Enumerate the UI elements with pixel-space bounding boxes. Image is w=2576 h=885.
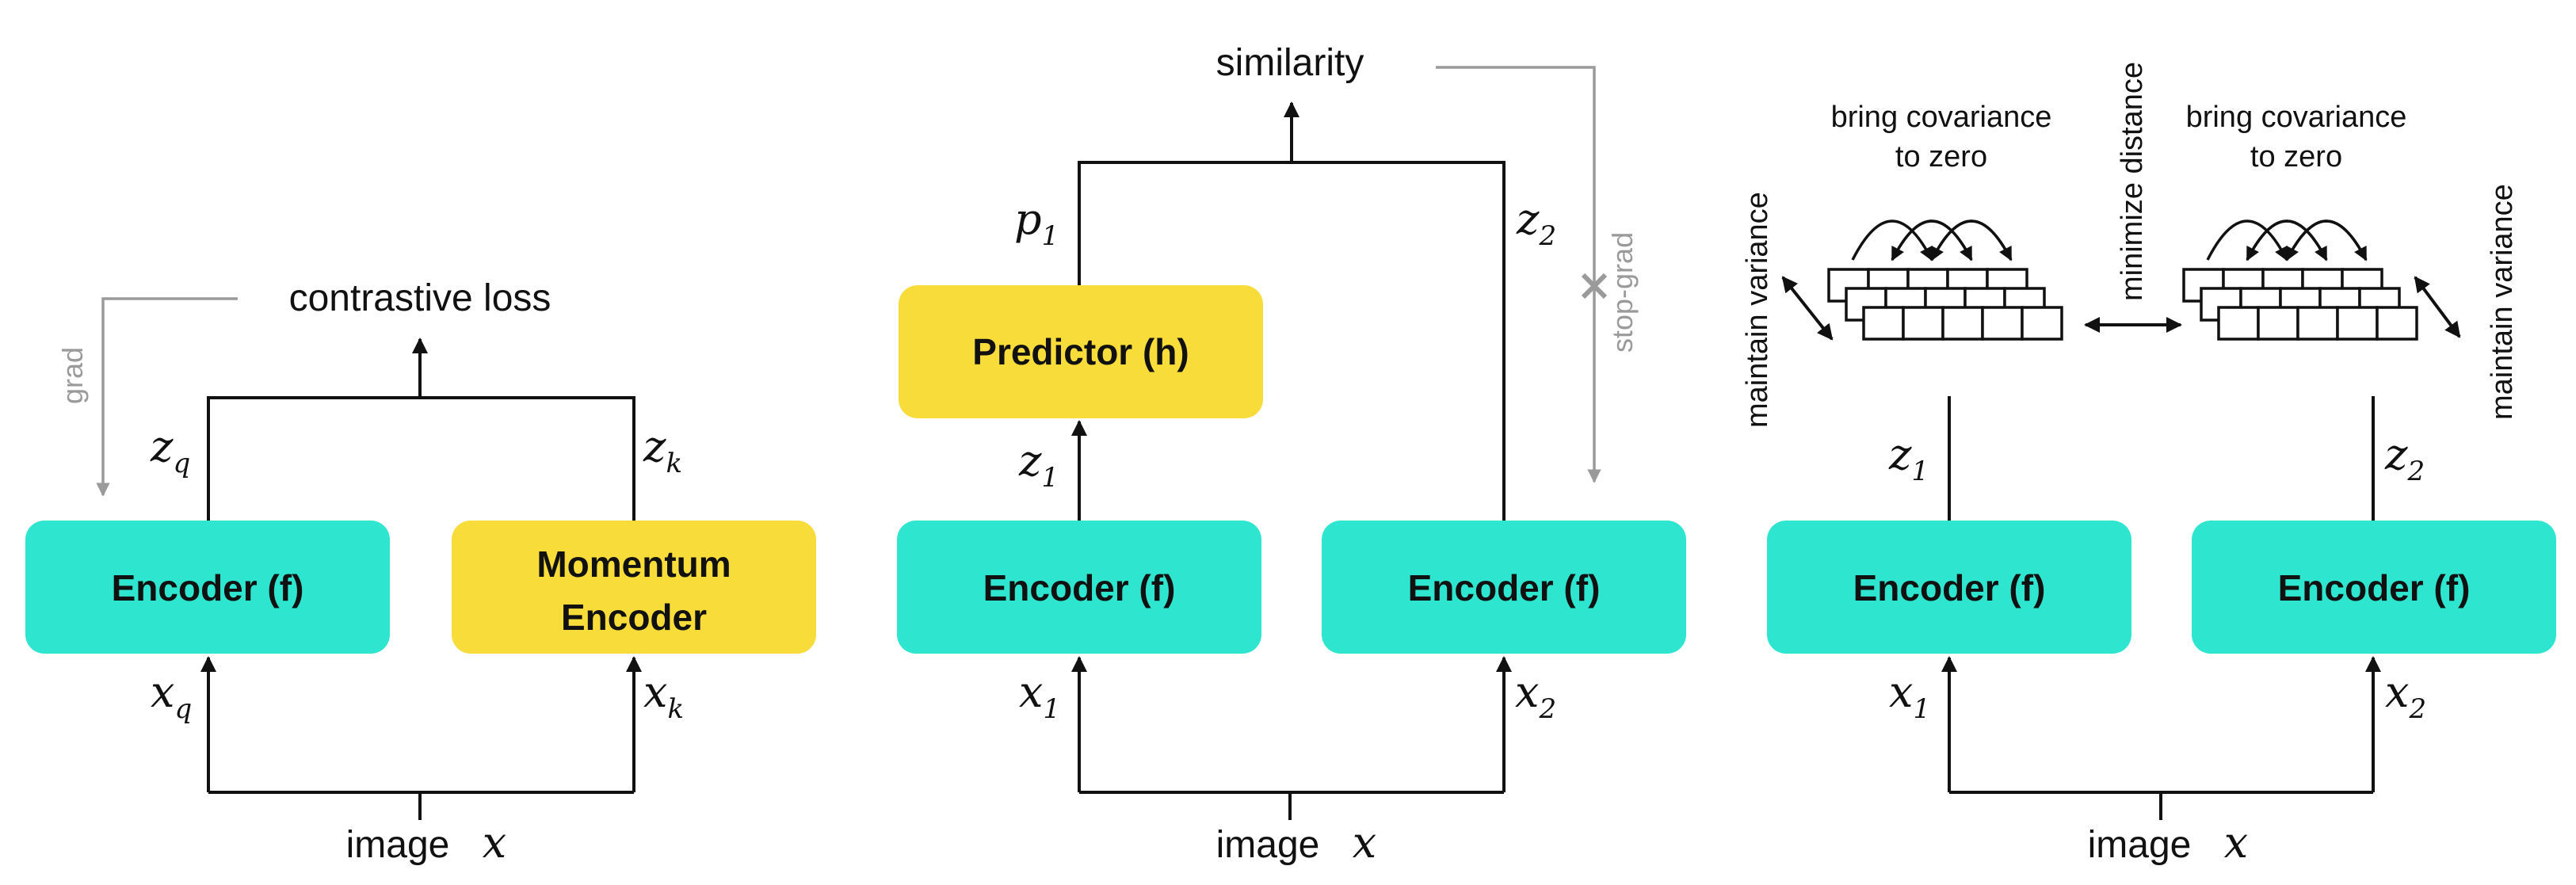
covariance-label-left-2: to zero: [1895, 140, 1987, 174]
image-var: x: [2224, 818, 2248, 868]
encoder-label: Encoder (f): [112, 567, 304, 608]
covariance-label-right-2: to zero: [2250, 140, 2342, 174]
covariance-label-right-1: bring covariance: [2186, 101, 2407, 134]
embedding-grid-right: [2182, 221, 2418, 341]
encoder-box-left: [897, 521, 1261, 654]
image-label: image: [1216, 824, 1320, 866]
image-var: x: [483, 818, 506, 868]
z2-label: z2: [1516, 194, 1556, 252]
panel-moco: image x xq xk Encoder (f) Momentum Encod…: [25, 277, 816, 868]
xk-label: xk: [643, 667, 684, 725]
maintain-variance-label-left: maintain variance: [1741, 192, 1774, 428]
stop-grad-label: stop-grad: [1606, 232, 1639, 353]
encoder-label-right: Encoder (f): [1408, 567, 1601, 608]
grad-label: grad: [56, 347, 89, 404]
image-var: x: [1353, 818, 1376, 868]
predictor-box: [899, 285, 1263, 418]
predictor-label: Predictor (h): [972, 331, 1189, 372]
covariance-label-left-1: bring covariance: [1831, 101, 2052, 134]
similarity-label: similarity: [1216, 42, 1364, 84]
encoder-box-right: [2192, 521, 2556, 654]
maintain-variance-label-right: maintain variance: [2486, 184, 2519, 420]
zk-label: zk: [643, 422, 682, 479]
panel-vicreg: image x x1 x2 Encoder (f) Encoder (f) z1…: [1741, 62, 2556, 868]
momentum-encoder-label-1: Momentum: [536, 544, 731, 585]
x1-label: x1: [1019, 667, 1060, 725]
z2-label: z2: [2384, 429, 2425, 487]
encoder-label-left: Encoder (f): [983, 567, 1176, 608]
x2-label: x2: [2385, 667, 2426, 725]
encoder-label-right: Encoder (f): [2278, 567, 2471, 608]
xq-label: xq: [151, 667, 192, 725]
output-merge-line: [207, 396, 635, 521]
stop-grad-cross-icon: [1581, 273, 1608, 299]
stop-grad-arrow: [1436, 66, 1601, 483]
encoder-box-left: [1767, 521, 2131, 654]
image-label: image: [346, 824, 450, 866]
image-label: image: [2088, 824, 2192, 866]
z1-label: z1: [1888, 429, 1929, 487]
x2-label: x2: [1515, 667, 1556, 725]
maintain-variance-arrow-right: [2414, 276, 2461, 338]
encoder-box: [25, 521, 390, 654]
momentum-encoder-box: [452, 521, 816, 654]
minimize-distance-label: minimize distance: [2116, 62, 2149, 301]
embedding-grid-left: [1827, 221, 2063, 341]
x1-label: x1: [1889, 667, 1930, 725]
panel-simsiam: image x x1 x2 Encoder (f) Encoder (f) z1…: [897, 42, 1686, 868]
maintain-variance-arrow-left: [1781, 276, 1834, 341]
z1-label: z1: [1018, 436, 1059, 494]
encoder-label-left: Encoder (f): [1853, 567, 2046, 608]
zq-label: zq: [150, 422, 190, 479]
encoder-box-right: [1322, 521, 1686, 654]
contrastive-loss-label: contrastive loss: [289, 277, 551, 319]
momentum-encoder-label-2: Encoder: [561, 597, 707, 638]
p1-label: p1: [1014, 194, 1059, 252]
grad-arrow: [96, 297, 238, 497]
